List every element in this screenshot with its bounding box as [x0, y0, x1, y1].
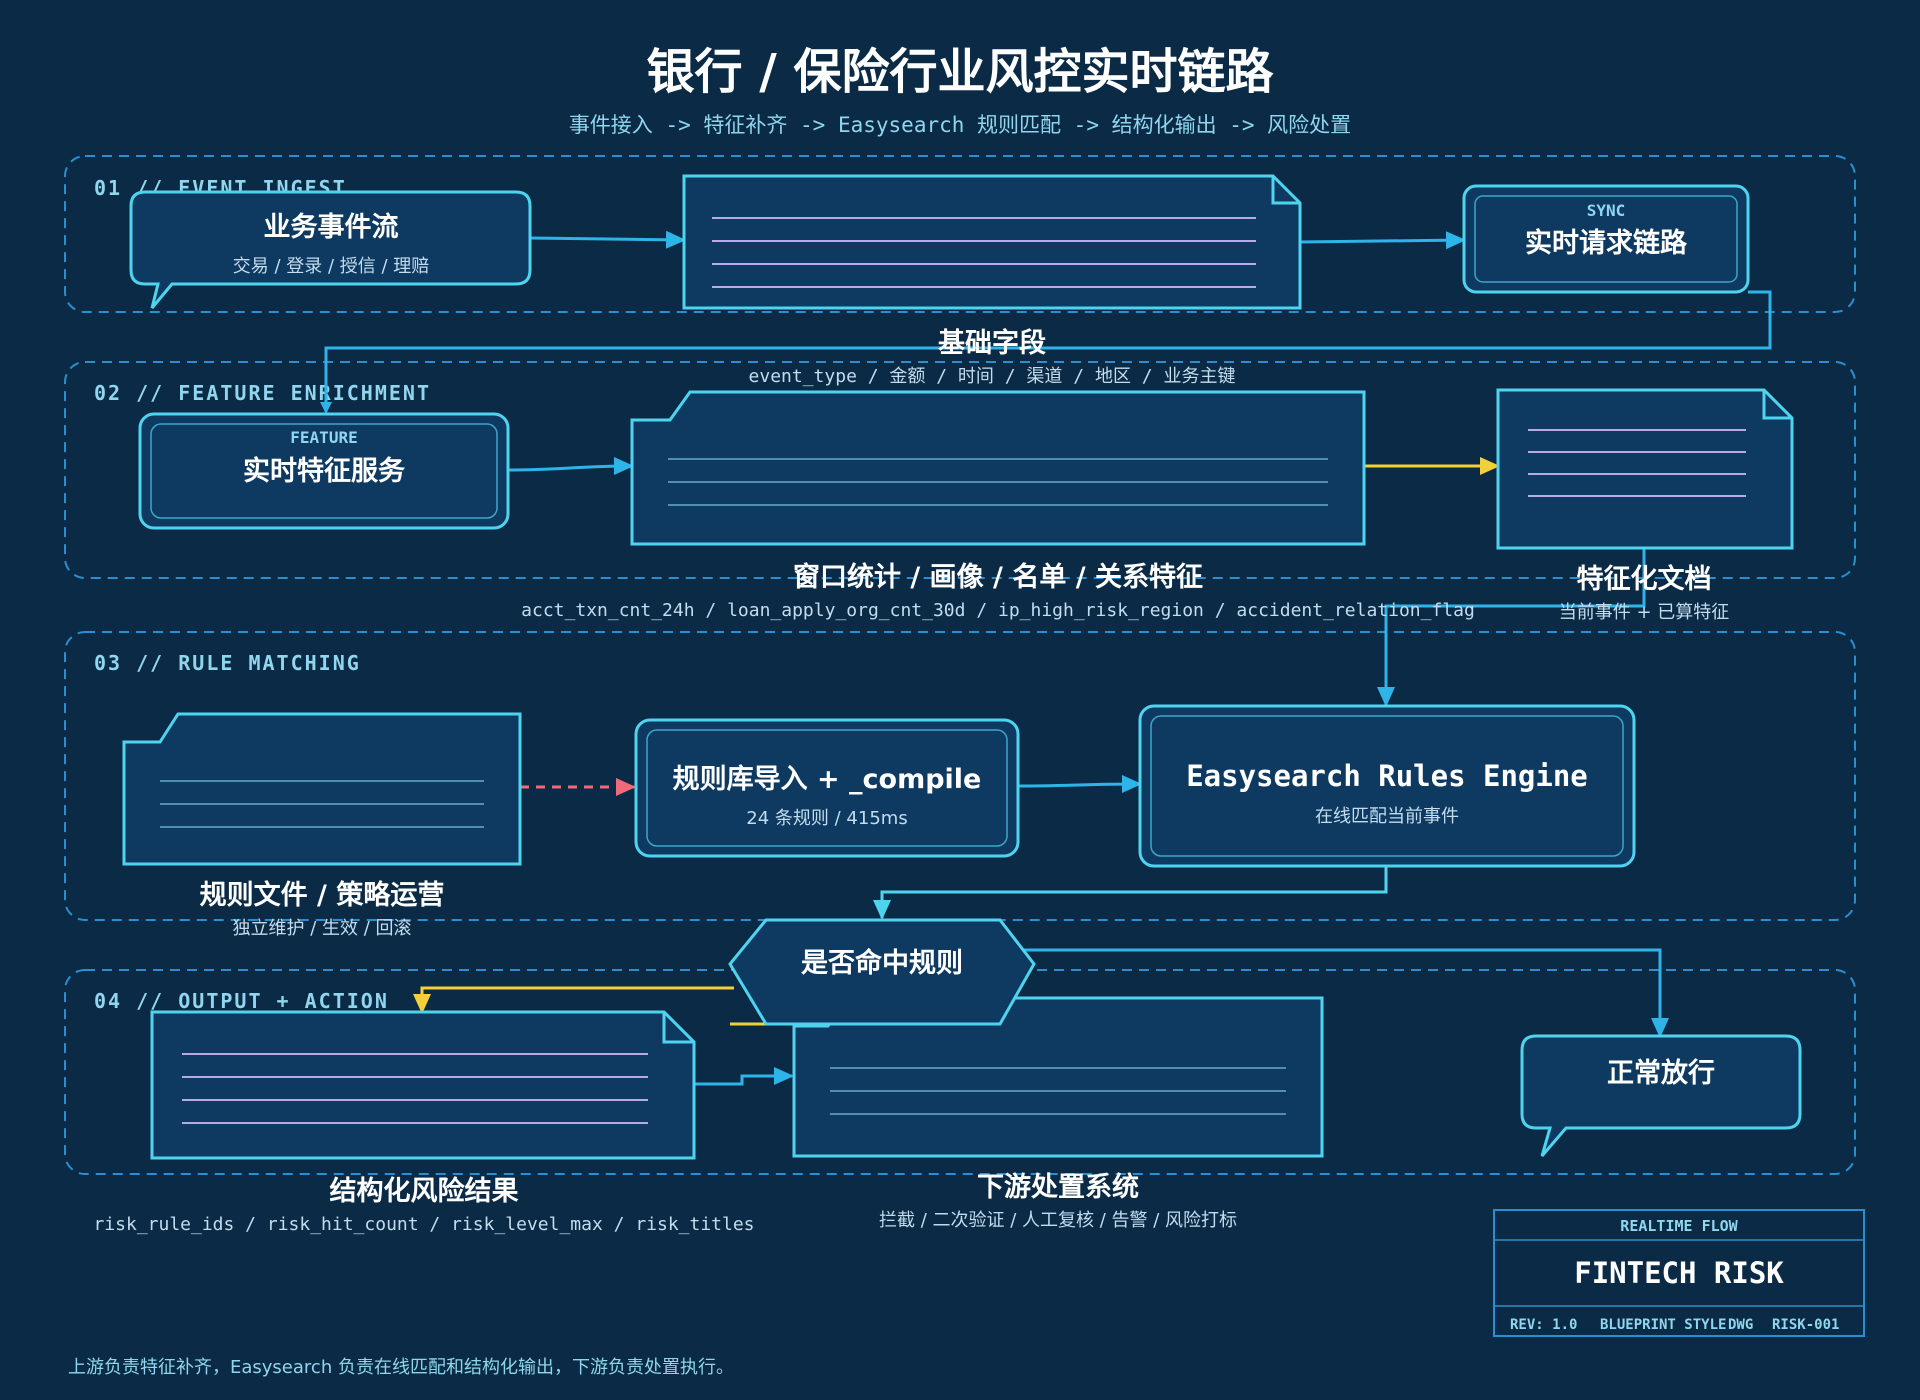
- decision-title: 是否命中规则: [801, 947, 963, 979]
- title-block-style: BLUEPRINT STYLE: [1600, 1317, 1726, 1333]
- rule-import-title: 规则库导入 + _compile: [673, 764, 982, 795]
- feature-doc-title: 特征化文档: [1577, 563, 1712, 595]
- page-subtitle: 事件接入 -> 特征补齐 -> Easysearch 规则匹配 -> 结构化输出…: [569, 113, 1351, 137]
- risk-result-sub: risk_rule_ids / risk_hit_count / risk_le…: [93, 1214, 754, 1235]
- footer-note: 上游负责特征补齐，Easysearch 负责在线匹配和结构化输出，下游负责处置执…: [68, 1357, 734, 1378]
- feature-service-box[interactable]: FEATURE 实时特征服务: [138, 412, 510, 530]
- arrow-event-to-fields: [529, 230, 686, 249]
- feature-service-title: 实时特征服务: [243, 455, 405, 487]
- sync-link-title: 实时请求链路: [1525, 227, 1688, 259]
- lane-label: 04 // OUTPUT + ACTION: [94, 989, 389, 1013]
- title-block-rev: REV: 1.0: [1510, 1317, 1577, 1333]
- decision-hexagon[interactable]: 是否命中规则: [728, 918, 1036, 1026]
- risk-result-doc[interactable]: [150, 1010, 696, 1160]
- window-stats-folder[interactable]: [630, 390, 1366, 546]
- arrow-sync-to-feature: [320, 290, 1772, 414]
- feature-doc-sub: 当前事件 + 已算特征: [1559, 602, 1730, 623]
- rule-files-folder[interactable]: [122, 712, 522, 866]
- arrow-result-to-downstream: [694, 1067, 794, 1086]
- event-stream-title: 业务事件流: [264, 212, 399, 243]
- title-block-dwg: DWG: [1728, 1317, 1753, 1333]
- rule-import-box[interactable]: 规则库导入 + _compile 24 条规则 / 415ms: [634, 718, 1020, 858]
- lane-label: 02 // FEATURE ENRICHMENT: [94, 381, 431, 405]
- arrow-engine-to-decision: [873, 866, 1388, 920]
- base-fields-doc[interactable]: [682, 174, 1302, 310]
- risk-result-title: 结构化风险结果: [330, 1175, 519, 1207]
- sync-link-box[interactable]: SYNC 实时请求链路: [1462, 184, 1750, 294]
- lane-rule-matching: 03 // RULE MATCHING: [64, 631, 1856, 921]
- arrow-feature-to-window: [507, 457, 634, 476]
- window-stats-sub: acct_txn_cnt_24h / loan_apply_org_cnt_30…: [521, 600, 1475, 621]
- base-fields-title: 基础字段: [938, 327, 1046, 359]
- downstream-title: 下游处置系统: [977, 1171, 1139, 1203]
- window-stats-title: 窗口统计 / 画像 / 名单 / 关系特征: [793, 561, 1203, 593]
- arrow-import-to-engine: [1017, 775, 1142, 794]
- downstream-sub: 拦截 / 二次验证 / 人工复核 / 告警 / 风险打标: [879, 1210, 1237, 1231]
- rule-import-sub: 24 条规则 / 415ms: [746, 808, 907, 829]
- arrow-decision-to-normal: [1020, 948, 1669, 1038]
- title-block-main: FINTECH RISK: [1574, 1256, 1784, 1290]
- normal-pass-title: 正常放行: [1607, 1057, 1715, 1089]
- rules-engine-title: Easysearch Rules Engine: [1186, 759, 1588, 793]
- arrow-decision-to-result: [413, 986, 734, 1014]
- page-title: 银行 / 保险行业风控实时链路: [647, 44, 1275, 100]
- arrow-fields-to-sync: [1299, 231, 1466, 250]
- rule-files-title: 规则文件 / 策略运营: [200, 879, 445, 911]
- sync-link-tag: SYNC: [1587, 201, 1626, 220]
- arrow-doc-to-engine: [1377, 548, 1646, 707]
- downstream-folder[interactable]: [792, 996, 1324, 1158]
- rules-engine-sub: 在线匹配当前事件: [1315, 806, 1459, 827]
- event-stream-bubble[interactable]: 业务事件流 交易 / 登录 / 授信 / 理赔: [129, 190, 532, 309]
- normal-pass-bubble[interactable]: 正常放行: [1520, 1034, 1802, 1157]
- lane-label: 03 // RULE MATCHING: [94, 651, 361, 675]
- base-fields-sub: event_type / 金额 / 时间 / 渠道 / 地区 / 业务主键: [749, 366, 1236, 387]
- rule-files-sub: 独立维护 / 生效 / 回滚: [232, 918, 411, 939]
- event-stream-sub: 交易 / 登录 / 授信 / 理赔: [233, 256, 430, 277]
- title-block-top: REALTIME FLOW: [1620, 1217, 1738, 1235]
- rules-engine-box[interactable]: Easysearch Rules Engine 在线匹配当前事件: [1138, 704, 1636, 868]
- feature-service-tag: FEATURE: [290, 428, 357, 447]
- title-block-code: RISK-001: [1772, 1317, 1839, 1333]
- lane-feature-enrichment: 02 // FEATURE ENRICHMENT: [64, 361, 1856, 579]
- title-block: REALTIME FLOW FINTECH RISK REV: 1.0 BLUE…: [1493, 1209, 1865, 1337]
- feature-doc[interactable]: [1496, 388, 1794, 550]
